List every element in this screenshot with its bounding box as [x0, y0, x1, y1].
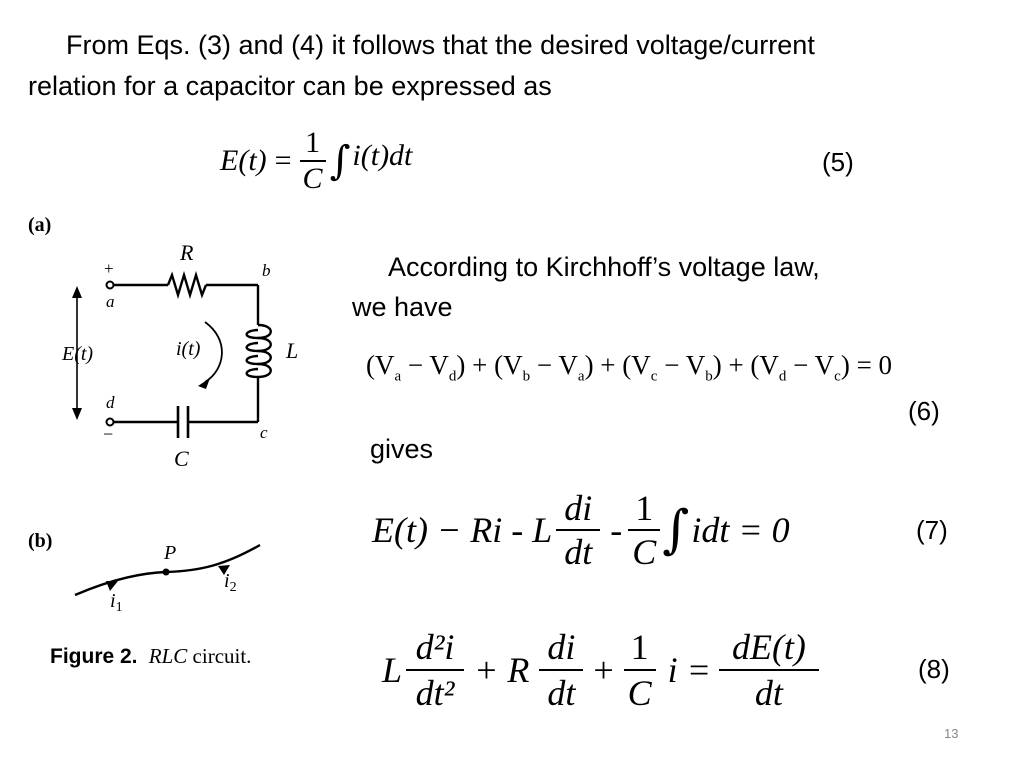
eq8-i-equals: i = [667, 650, 711, 690]
equation-8: L d²i dt² + R di dt + 1 C i = dE(t) dt [382, 618, 819, 722]
eq8-fraction-2: di dt [539, 625, 584, 715]
rlc-circuit-diagram: R b a + L E(t) i(t) d − c C [61, 240, 298, 471]
eq5-denominator: C [302, 162, 323, 195]
eq8-f1-den: dt² [415, 673, 455, 713]
eq5-fraction: 1 C [299, 126, 326, 196]
eq7-fraction-1: di dt [556, 487, 601, 573]
eq5-integrand: i(t)dt [352, 139, 413, 172]
caption-rest: circuit. [192, 644, 252, 668]
minus-sign: − [103, 424, 113, 444]
figure-part-a-label: (a) [28, 214, 52, 236]
eq5-number: (5) [822, 147, 854, 177]
caption-italic: RLC [148, 644, 188, 668]
eq5-equals: = [274, 144, 292, 177]
eq8-fraction-4: dE(t) dt [718, 625, 819, 715]
terminal-a [105, 280, 115, 290]
intro-line-2: relation for a capacitor can be expresse… [28, 71, 552, 101]
eq7-lhs: E(t) − Ri - L [372, 510, 553, 550]
page-number: 13 [944, 726, 959, 741]
plus-sign: + [104, 259, 114, 278]
equation-6: (Va − Vd) + (Vb − Va) + (Vc − Vb) + (Vd … [366, 350, 893, 385]
eq8-number: (8) [918, 654, 950, 684]
junction-P-label: P [163, 542, 176, 564]
eq7-f1-den: dt [564, 532, 593, 572]
figure-part-b-label: (b) [28, 530, 53, 552]
eq5-numerator: 1 [305, 126, 321, 159]
inductor-label: L [285, 338, 298, 363]
resistor-label: R [179, 240, 194, 265]
eq7-number: (7) [916, 515, 948, 545]
eq8-f3-den: C [627, 673, 652, 713]
equation-5: E(t) = 1 C ∫ i(t)dt [220, 116, 412, 206]
eq8-f3-num: 1 [630, 627, 649, 667]
node-a-label: a [106, 292, 115, 311]
eq7-fraction-2: 1 C [628, 487, 661, 573]
intro-line-1: From Eqs. (3) and (4) it follows that th… [66, 30, 815, 60]
eq8-f2-num: di [547, 627, 576, 667]
eq7-f2-num: 1 [635, 488, 654, 528]
eq5-integral: ∫ [329, 138, 351, 184]
node-b-label: b [262, 261, 271, 280]
resistor-symbol [166, 270, 208, 300]
capacitor-label: C [174, 446, 189, 471]
i1-label: i1 [110, 590, 123, 615]
node-c-label: c [260, 423, 268, 442]
eq7-f2-den: C [632, 532, 657, 572]
inductor-symbol [245, 323, 272, 379]
eq8-f4-den: dt [754, 673, 783, 713]
eq6-number: (6) [908, 396, 940, 426]
i1-arrow [106, 581, 118, 591]
eq7-minus: - [610, 510, 623, 550]
equation-7: E(t) − Ri - L di dt - 1 C ∫ idt = 0 [372, 480, 790, 580]
eq8-plus-R: + R [474, 650, 530, 690]
kirchhoff-line-2: we have [352, 292, 453, 322]
eq8-L: L [382, 650, 403, 690]
kirchhoff-line-1: According to Kirchhoff’s voltage law, [388, 252, 820, 282]
current-label: i(t) [176, 338, 201, 360]
junction-diagram: P i1 i2 [74, 542, 261, 615]
gives-text: gives [370, 434, 434, 464]
i2-label: i2 [224, 570, 237, 595]
eq8-f4-num: dE(t) [731, 627, 806, 667]
i2-arrow [218, 565, 230, 575]
eq8-f1-num: d²i [415, 627, 455, 667]
eq8-fraction-1: d²i dt² [406, 625, 465, 715]
caption-bold: Figure 2. [50, 645, 138, 668]
node-d-label: d [106, 393, 115, 412]
figure-caption: Figure 2. RLC circuit. [50, 644, 251, 669]
eq5-lhs: E(t) [220, 144, 267, 177]
eq7-f1-num: di [564, 488, 593, 528]
junction-point-P [162, 568, 170, 576]
eq8-f2-den: dt [547, 673, 576, 713]
eq7-integral: ∫ [662, 500, 690, 560]
eq8-fraction-3: 1 C [623, 625, 656, 715]
source-label: E(t) [61, 343, 93, 365]
eq8-plus: + [593, 650, 614, 690]
eq7-rhs: idt = 0 [691, 510, 790, 550]
current-direction-arrow [204, 321, 223, 383]
terminal-d [105, 417, 115, 427]
